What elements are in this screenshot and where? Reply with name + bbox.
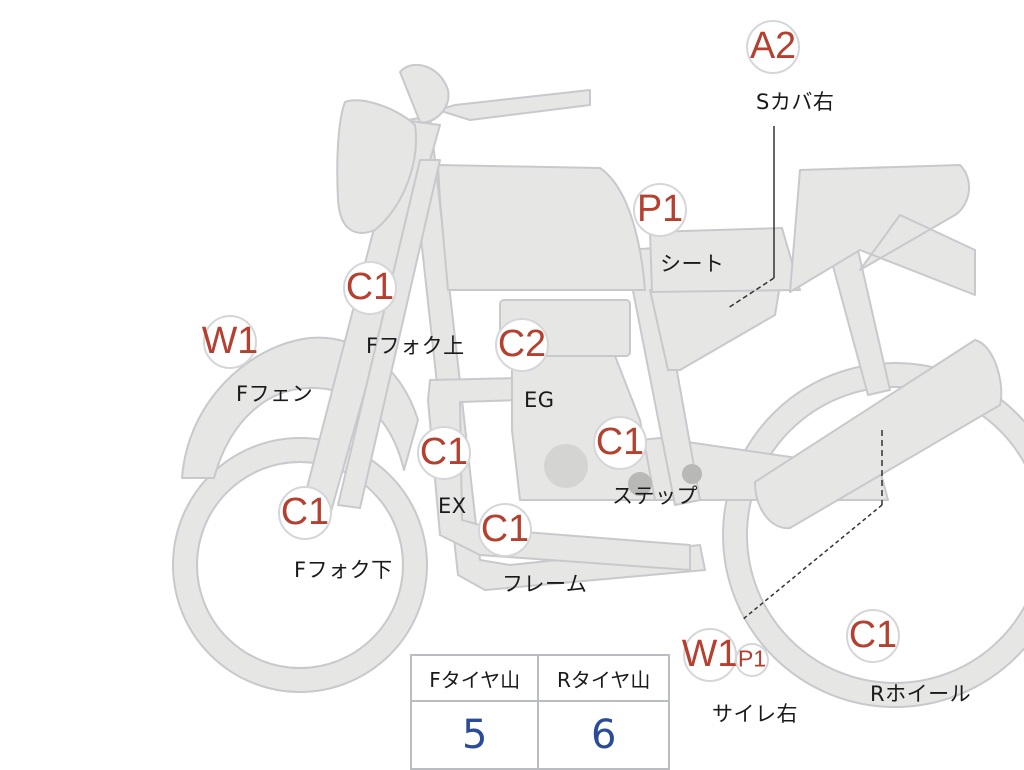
badge-code-10: P1 <box>738 646 766 672</box>
badge-circle-11 <box>846 609 900 663</box>
frame-upper <box>437 89 591 121</box>
badge-code-4: C2 <box>498 322 546 364</box>
label-step: ステップ <box>612 484 698 508</box>
headlight <box>336 99 417 234</box>
label-frame: フレーム <box>502 572 588 596</box>
rear-tire-value: 6 <box>537 700 670 770</box>
badge-code-6: C1 <box>596 420 644 462</box>
seat-base <box>649 227 801 293</box>
badge-circle-7 <box>278 486 332 540</box>
badge-circle-10 <box>735 643 769 677</box>
badge-code-2: C1 <box>346 265 394 307</box>
badge-circle-2 <box>343 261 397 315</box>
frame-down-right <box>624 247 701 506</box>
front-wheel <box>172 437 428 693</box>
footrest-right <box>682 464 702 484</box>
front-tire-value: 5 <box>409 700 540 770</box>
badge-code-8: C1 <box>481 507 529 549</box>
badge-circle-6 <box>593 416 647 470</box>
rear-seat <box>789 164 976 296</box>
badge-circle-4 <box>495 318 549 372</box>
label-front-fork-lower: Fフォク下 <box>294 558 393 582</box>
label-exhaust: EX <box>438 494 467 518</box>
badge-code-1: P1 <box>637 187 683 229</box>
label-seat: シート <box>660 252 725 276</box>
badge-code-5: C1 <box>420 430 468 472</box>
badge-code-9: W1 <box>682 632 739 674</box>
side-cover <box>649 284 781 371</box>
pointer-line-cover-2 <box>727 277 775 309</box>
badge-code-3: W1 <box>202 319 259 361</box>
pointer-line-muffler-2 <box>741 504 883 621</box>
label-engine: EG <box>524 388 555 412</box>
badge-code-11: C1 <box>849 613 897 655</box>
label-silencer-right: サイレ右 <box>712 702 798 726</box>
badge-circle-3 <box>203 315 257 369</box>
label-rear-wheel: Rホイール <box>870 682 972 706</box>
tire-tread-table: Fタイヤ山 Rタイヤ山 5 6 <box>409 654 670 770</box>
rear-tire-header: Rタイヤ山 <box>537 654 670 702</box>
fuel-tank <box>437 164 646 291</box>
rear-wheel <box>722 362 1024 708</box>
label-front-fork-upper: Fフォク上 <box>366 334 465 358</box>
engine-cover <box>544 444 588 488</box>
badge-code-0: A2 <box>750 24 796 66</box>
muffler <box>754 339 1003 530</box>
front-tire-header: Fタイヤ山 <box>409 654 540 702</box>
badge-circle-8 <box>478 503 532 557</box>
label-side-cover: Sカバ右 <box>756 90 835 114</box>
footrest-left <box>628 472 652 496</box>
front-fork-right <box>337 159 441 509</box>
badge-circle-0 <box>746 20 800 74</box>
badge-circle-5 <box>417 426 471 480</box>
badge-circle-1 <box>633 183 687 237</box>
badge-code-7: C1 <box>281 490 329 532</box>
label-front-fender: Fフェン <box>236 382 314 406</box>
handlebar <box>399 63 450 124</box>
